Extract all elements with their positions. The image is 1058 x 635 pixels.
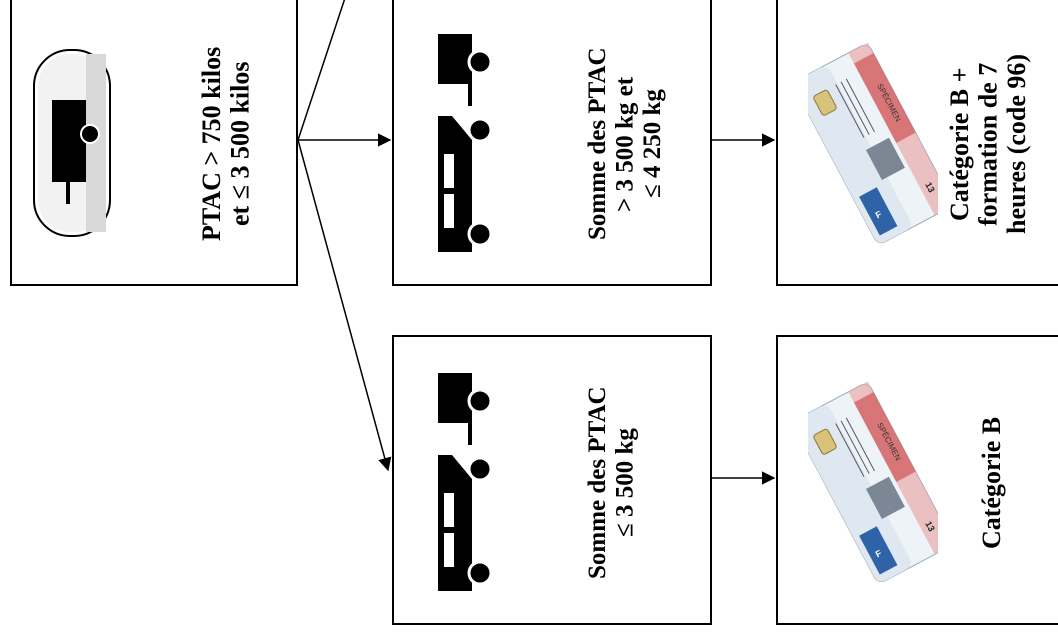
- heavy-combination-label: Somme des PTAC > 3 500 kg et ≤ 4 250 kg: [584, 10, 667, 278]
- license-b-code-96-line-2: formation de 7: [973, 62, 1003, 226]
- license-b-line-1: Catégorie B: [977, 416, 1006, 550]
- license-b-code-96-line-3: heures (code 96): [1002, 53, 1032, 235]
- card-flag-letter: F: [874, 209, 884, 221]
- car-with-trailer-icon: [438, 34, 493, 252]
- trailer-sign-icon: [33, 49, 111, 237]
- node-license-b: SPÉCIMEN 13 F Catégorie B: [776, 335, 1058, 625]
- node-heavy-combination: Somme des PTAC > 3 500 kg et ≤ 4 250 kg: [392, 0, 712, 286]
- heavy-combination-line-3: ≤ 4 250 kg: [639, 89, 666, 199]
- heavy-combination-line-2: > 3 500 kg et: [611, 76, 639, 212]
- arrow-to-light-combo: [297, 139, 392, 472]
- connector-line-top: [297, 0, 346, 141]
- car-with-trailer-icon: [438, 373, 493, 591]
- card-flag-letter: F: [874, 548, 884, 560]
- node-source: PTAC > 750 kilos et ≤ 3 500 kilos: [10, 0, 298, 286]
- light-combination-label: Somme des PTAC ≤ 3 500 kg: [584, 349, 639, 617]
- source-label-line-1: PTAC > 750 kilos: [197, 46, 226, 242]
- driving-licence-card-icon: SPÉCIMEN 13 F: [808, 42, 938, 244]
- node-light-combination: Somme des PTAC ≤ 3 500 kg: [392, 335, 712, 625]
- light-combination-line-1: Somme des PTAC: [584, 386, 611, 580]
- card-number: 13: [923, 181, 937, 195]
- source-label-line-2: et ≤ 3 500 kilos: [225, 61, 255, 227]
- light-combination-line-2: ≤ 3 500 kg: [611, 428, 639, 538]
- license-b-code-96-line-1: Catégorie B +: [945, 67, 974, 221]
- driving-licence-card-icon: SPÉCIMEN 13 F: [808, 381, 938, 583]
- heavy-combination-line-1: Somme des PTAC: [584, 47, 611, 241]
- node-license-b-code-96: SPÉCIMEN 13 F Catégorie B + formation de…: [776, 0, 1058, 286]
- card-number: 13: [923, 520, 937, 534]
- source-label: PTAC > 750 kilos et ≤ 3 500 kilos: [197, 10, 255, 278]
- license-b-label: Catégorie B: [977, 349, 1007, 617]
- license-b-code-96-label: Catégorie B + formation de 7 heures (cod…: [945, 10, 1032, 278]
